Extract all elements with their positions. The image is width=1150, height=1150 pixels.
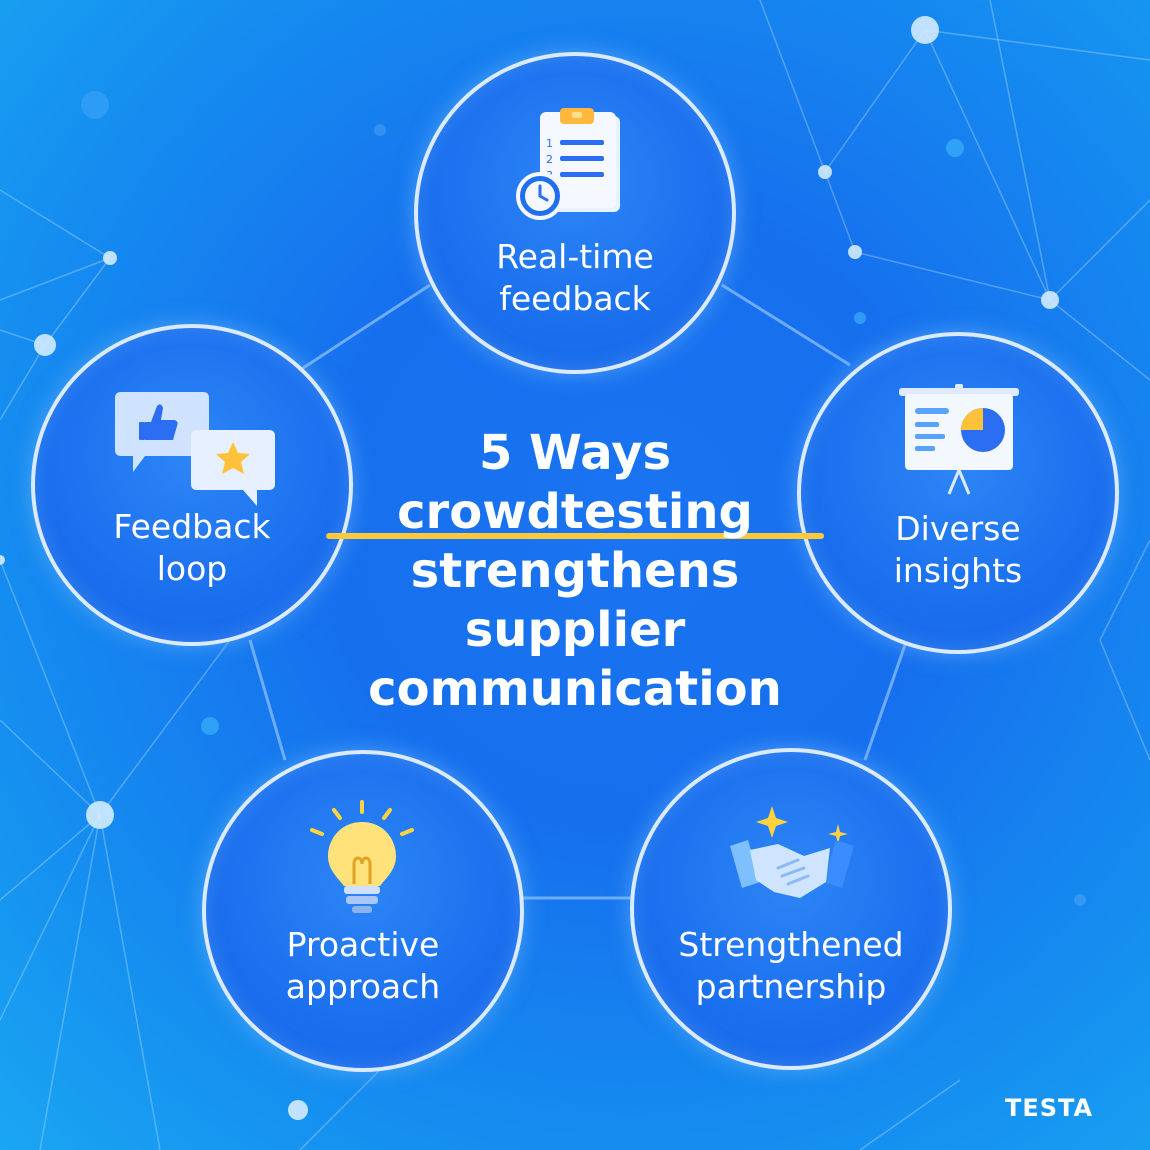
clipboard-clock-icon: 1 2 3 — [516, 108, 620, 220]
page-title: 5 Ways crowdtesting strengthens supplier… — [326, 424, 824, 719]
node-diverse-insights: Diverse insights — [797, 332, 1119, 654]
highlight-underline — [326, 533, 824, 539]
title-highlight: crowdtesting — [326, 483, 824, 542]
title-line: communication — [368, 661, 782, 717]
chat-bubbles-icon — [115, 392, 275, 506]
node-label: Proactive approach — [285, 925, 441, 1006]
svg-text:1: 1 — [546, 137, 553, 150]
node-strengthened-partnership: Strengthened partnership — [630, 748, 952, 1070]
handshake-icon — [730, 806, 854, 898]
node-real-time-feedback: 1 2 3 Real-time feedback — [414, 52, 736, 374]
title-line: supplier — [464, 602, 686, 658]
node-label: Feedback loop — [113, 507, 271, 588]
highlight-text: crowdtesting — [397, 484, 753, 540]
lightbulb-icon — [310, 800, 414, 913]
title-line: strengthens — [410, 543, 740, 599]
node-label: Strengthened partnership — [678, 925, 904, 1006]
brand-logo: TESTA — [1005, 1094, 1093, 1122]
presentation-chart-icon — [899, 384, 1019, 495]
node-feedback-loop: Feedback loop — [31, 324, 353, 646]
title-line: 5 Ways — [478, 425, 672, 481]
node-label: Real-time feedback — [496, 237, 654, 318]
title-highlight-line: crowdtesting — [326, 483, 824, 542]
node-proactive-approach: Proactive approach — [202, 750, 524, 1072]
svg-text:2: 2 — [546, 153, 553, 166]
logo-text: TESTA — [1005, 1094, 1094, 1122]
node-label: Diverse insights — [893, 509, 1023, 590]
